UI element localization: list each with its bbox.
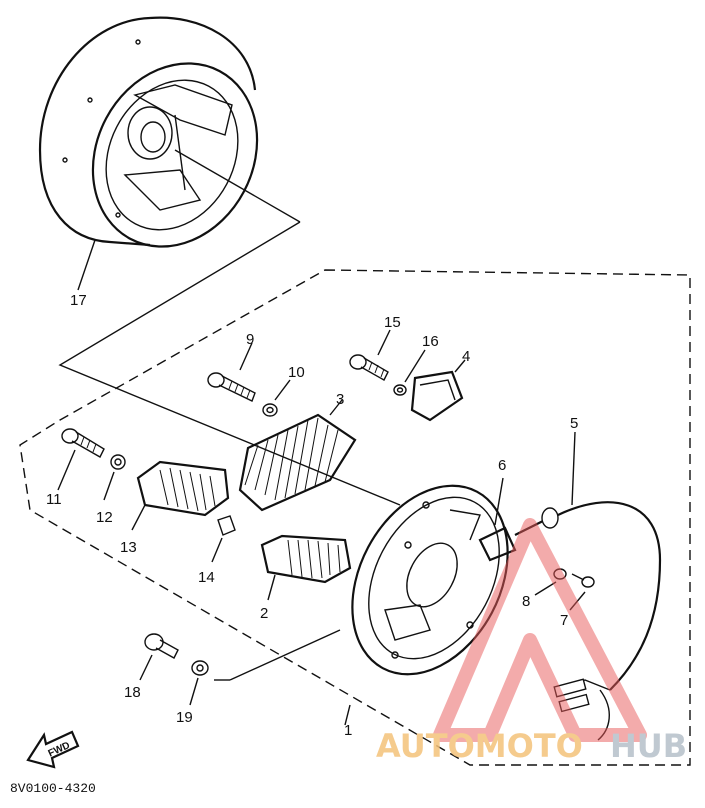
label-7: 7 [560, 612, 568, 629]
leader-part-1 [344, 704, 351, 726]
label-18: 18 [124, 684, 141, 701]
screw-part-9 [207, 342, 256, 402]
washer-part-12 [103, 454, 126, 501]
bracket-part-4 [410, 359, 466, 422]
label-15: 15 [384, 314, 401, 331]
assembly-outline [19, 269, 691, 766]
label-2: 2 [260, 605, 268, 622]
rotor-leader [58, 221, 401, 506]
label-11: 11 [46, 491, 62, 508]
label-19: 19 [176, 709, 193, 726]
label-8: 8 [522, 593, 530, 610]
leader-plate [229, 629, 341, 681]
screw-part-18 [139, 633, 179, 681]
part-labels: 17 9 10 15 16 4 3 11 12 13 14 2 6 5 8 7 … [46, 292, 578, 739]
label-13: 13 [120, 539, 137, 556]
label-1: 1 [344, 722, 352, 739]
label-10: 10 [288, 364, 305, 381]
diagram-code: 8V0100-4320 [10, 781, 96, 796]
washer-part-16 [393, 349, 426, 396]
label-17: 17 [70, 292, 87, 309]
grommet-part-6 [478, 477, 517, 562]
watermark-text-hub: HUB [610, 727, 687, 765]
pulser-part-2 [260, 534, 352, 601]
washer-part-19 [189, 660, 209, 706]
spacer-part-14 [211, 515, 236, 563]
watermark-triangle-icon [433, 518, 647, 742]
screw-part-11 [57, 428, 105, 491]
rotor-part-17 [38, 16, 301, 291]
label-14: 14 [198, 569, 215, 586]
label-6: 6 [498, 457, 506, 474]
label-9: 9 [246, 331, 254, 348]
label-3: 3 [336, 391, 344, 408]
label-5: 5 [570, 415, 578, 432]
label-4: 4 [462, 348, 470, 365]
coil-part-3 [238, 399, 357, 512]
screw-part-15 [349, 329, 391, 381]
watermark-logo: AUTOMOTO HUB [376, 518, 687, 765]
label-12: 12 [96, 509, 113, 526]
fwd-arrow-icon: FWD [26, 730, 80, 769]
pickup-part-13 [131, 460, 230, 531]
label-16: 16 [422, 333, 439, 350]
watermark-text-automoto: AUTOMOTO [376, 727, 583, 765]
washer-part-10 [262, 379, 291, 417]
